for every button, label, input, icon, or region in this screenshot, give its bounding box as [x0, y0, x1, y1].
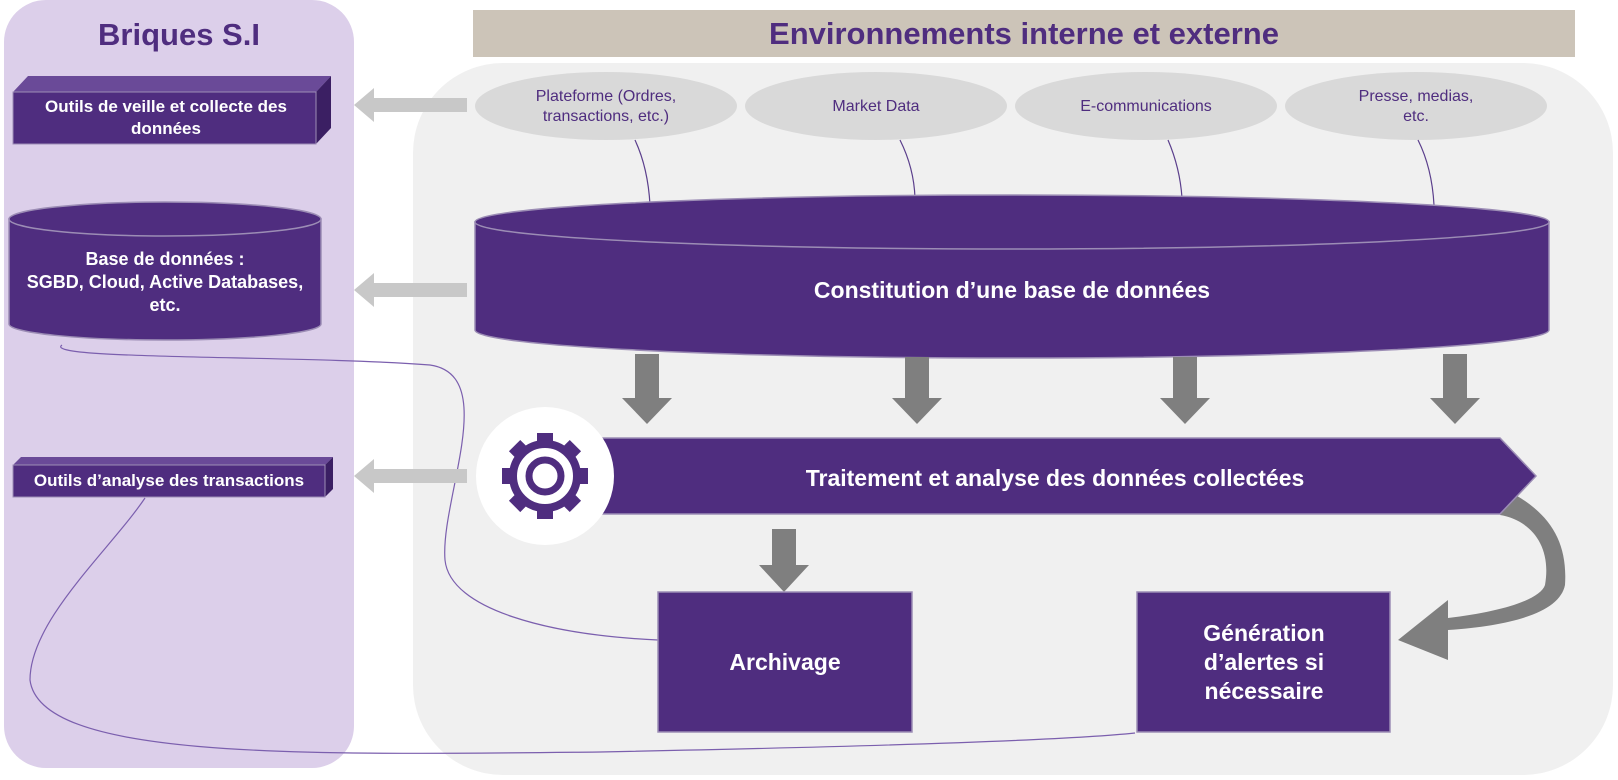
environments-panel: [413, 63, 1613, 775]
down-arrow: [1430, 354, 1480, 424]
source-label-press: Presse, medias, etc.: [1358, 88, 1474, 125]
database-build-label: Constitution d’une base de données: [813, 276, 1211, 303]
source-connector: [1417, 139, 1435, 206]
database-label: Base de données : SGBD, Cloud, Active Da…: [26, 248, 304, 315]
arrow-to-database: [354, 273, 467, 307]
source-label-ecommunications: E-communications: [1080, 98, 1212, 115]
down-arrow: [1160, 357, 1210, 424]
connector-db-archiving: [60, 344, 659, 641]
down-arrow: [892, 357, 942, 424]
alerts-label: Génération d’alertes si nécessaire: [1203, 619, 1325, 704]
alerts-box: [1136, 591, 1391, 733]
source-ellipse-ecommunications: [1015, 72, 1277, 140]
database-build-cylinder: [474, 194, 1550, 359]
si-bricks-title: Briques S.I: [98, 17, 260, 52]
down-arrow-archiving: [759, 529, 809, 592]
source-connector: [1167, 139, 1183, 199]
down-arrow: [622, 354, 672, 424]
watch-tools-label: Outils de veille et collecte des données: [45, 97, 287, 138]
environments-title: Environnements interne et externe: [473, 10, 1575, 57]
source-ellipse-press: [1285, 72, 1547, 140]
source-label-market-data: Market Data: [832, 98, 920, 115]
arrow-to-analysis-tools: [354, 459, 467, 493]
source-connector: [899, 139, 916, 199]
source-ellipse-platform: [475, 72, 737, 140]
arrow-to-watch-tools: [354, 88, 467, 122]
watch-tools-box: [12, 76, 331, 145]
connector-analysis-alerts: [29, 497, 1136, 754]
database-cylinder: [8, 201, 322, 341]
gear-icon: [502, 433, 588, 519]
source-connector: [634, 139, 651, 206]
archiving-box: [657, 591, 913, 733]
source-ellipse-market-data: [745, 72, 1007, 140]
analysis-tools-label: Outils d’analyse des transactions: [33, 471, 305, 490]
processing-label: Traitement et analyse des données collec…: [805, 464, 1305, 491]
archiving-label: Archivage: [729, 648, 841, 675]
curved-arrow-to-alerts: [1398, 492, 1566, 660]
source-label-platform: Plateforme (Ordres, transactions, etc.): [535, 88, 677, 125]
analysis-tools-box: [12, 457, 333, 498]
